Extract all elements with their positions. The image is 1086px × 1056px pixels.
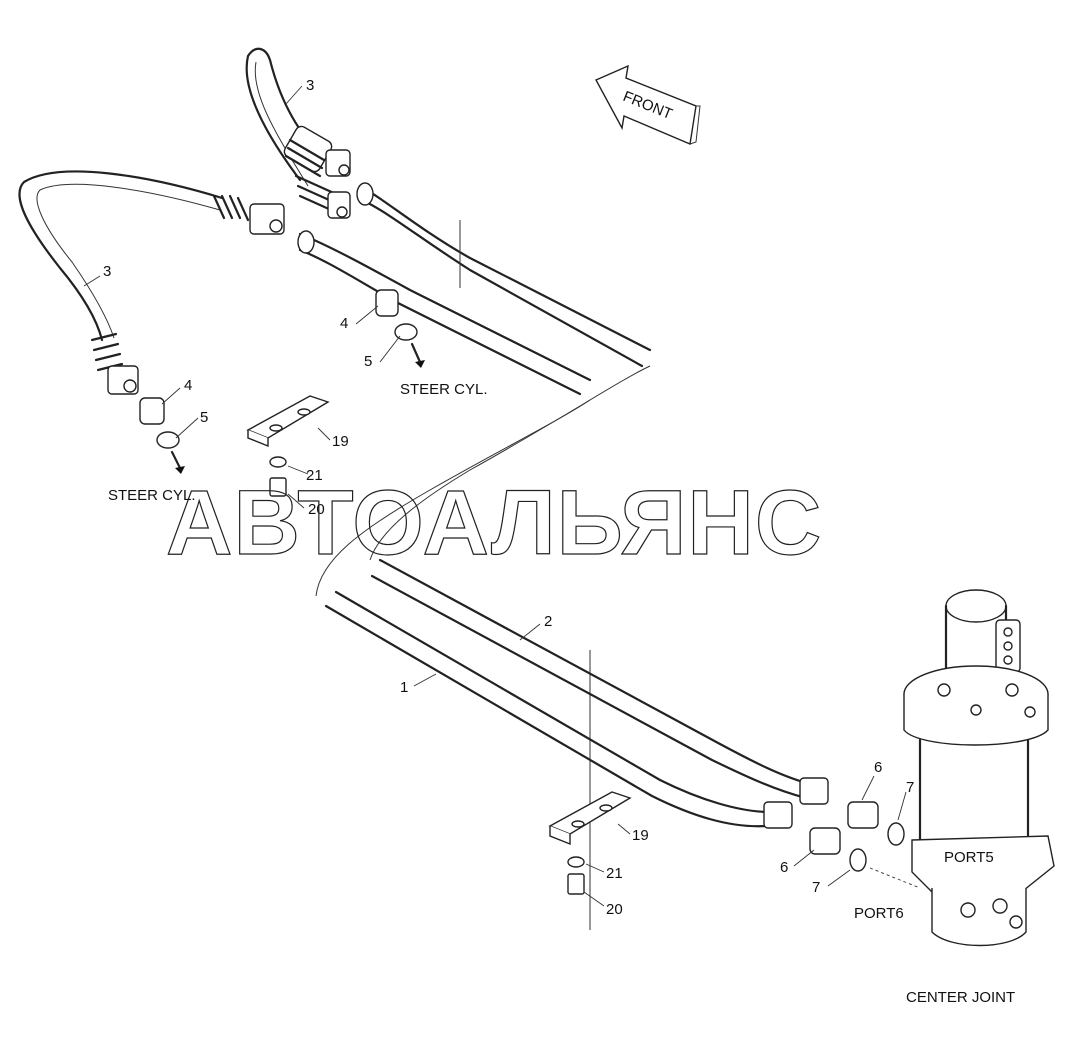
clamp-top xyxy=(246,395,330,448)
pipe-1-nut xyxy=(763,801,793,829)
oring-5-left xyxy=(156,431,185,474)
front-arrow: FRONT xyxy=(595,64,701,145)
bolt-bottom xyxy=(567,873,585,895)
washer-bottom xyxy=(567,856,585,868)
callout-hose-left: 3 xyxy=(103,263,111,280)
callout-oring-7-upper: 7 xyxy=(906,779,914,796)
callout-washer-bottom: 21 xyxy=(606,865,623,882)
label-steer-cyl-left: STEER CYL. xyxy=(108,487,196,504)
hose-left xyxy=(18,170,285,395)
watermark: АВТОАЛЬЯНС xyxy=(166,472,822,574)
callout-bolt-bottom: 20 xyxy=(606,901,623,918)
label-port6: PORT6 xyxy=(854,905,904,922)
callout-fitting-left: 4 xyxy=(184,377,192,394)
callout-fitting-top: 4 xyxy=(340,315,348,332)
fitting-4-left xyxy=(139,397,165,425)
label-center-joint: CENTER JOINT xyxy=(906,989,1015,1006)
bolt-top xyxy=(269,477,287,497)
phantom-lines xyxy=(315,220,651,930)
label-steer-cyl-right: STEER CYL. xyxy=(400,381,488,398)
hose-top xyxy=(245,47,351,219)
callout-bolt-top: 20 xyxy=(308,501,325,518)
hose-left-crimp-bottom xyxy=(90,332,139,395)
fitting-6-lower xyxy=(809,827,841,855)
hose-top-crimp-2 xyxy=(294,174,351,219)
callout-oring-left: 5 xyxy=(200,409,208,426)
clamp-bottom xyxy=(548,791,632,846)
leaders xyxy=(83,85,921,907)
fitting-6-upper xyxy=(847,801,879,829)
upper-tubes xyxy=(297,182,652,396)
hose-left-crimp-top xyxy=(212,194,285,235)
label-port5: PORT5 xyxy=(944,849,994,866)
callout-fitting-6-upper: 6 xyxy=(874,759,882,776)
pipe-2-nut xyxy=(799,777,829,805)
callout-fitting-6-lower: 6 xyxy=(780,859,788,876)
oring-7-upper xyxy=(887,822,905,846)
labels: STEER CYL. STEER CYL. PORT5 PORT6 CENTER… xyxy=(108,381,1015,1006)
callout-oring-7-lower: 7 xyxy=(812,879,820,896)
callout-clamp-top: 19 xyxy=(332,433,349,450)
callout-clamp-bottom: 19 xyxy=(632,827,649,844)
hose-top-crimp-1 xyxy=(283,125,351,178)
callout-pipe-1: 1 xyxy=(400,679,408,696)
oring-7-lower xyxy=(849,848,867,872)
callout-hose-top: 3 xyxy=(306,77,314,94)
callout-washer-top: 21 xyxy=(306,467,323,484)
callout-pipe-2: 2 xyxy=(544,613,552,630)
fitting-4-top xyxy=(375,289,399,317)
callouts: 3 3 4 5 4 5 19 21 20 2 1 6 7 6 7 19 21 2… xyxy=(103,77,914,918)
oring-5-top xyxy=(394,323,425,368)
lower-tubes xyxy=(324,558,829,829)
callout-oring-top: 5 xyxy=(364,353,372,370)
washer-top xyxy=(269,456,287,468)
center-joint xyxy=(903,589,1055,947)
